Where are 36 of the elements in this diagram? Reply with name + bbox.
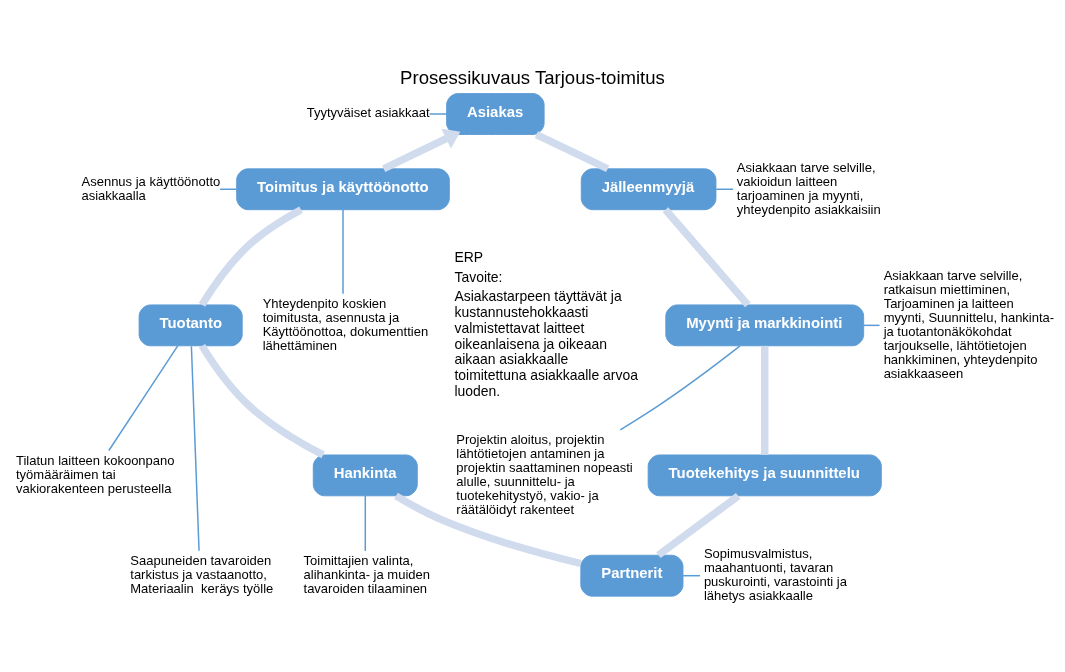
connector [342, 208, 344, 294]
node-text: Asiakkaan tarve selville, vakioidun laitteen tarjoaminen ja myynti, yhteydenpito asiakkaisiin [736, 159, 881, 217]
connector [108, 344, 179, 451]
node-box: Asiakas [446, 92, 545, 135]
label: ERP [454, 248, 484, 265]
node-text: Sopimusvalmistus, maahantuonti, tavaran puskurointi, varastointi ja lähetys asiakkaalle [703, 545, 847, 603]
connector [394, 492, 582, 567]
connector [761, 345, 769, 455]
node-box: Toimitus ja käyttöönotto [236, 167, 450, 210]
node-text: Tilatun laitteen kokoonpano työmääräimen tai vakiorakenteen perusteella [16, 452, 175, 496]
node-text: Tyytyväiset asiakkaat [306, 104, 430, 120]
arrow [382, 128, 461, 172]
node-box: Jälleenmyyjä [580, 167, 717, 210]
node-text: Projektin aloitus, projektin lähtötietojen antaminen ja projektin saattaminen nopeasti alulle, suunnittelu- ja tuotekehitystyö, vakio- ja räätälöidyt rakenteet [456, 431, 633, 517]
node-box: Tuotanto [138, 303, 243, 346]
connector [428, 112, 448, 115]
diagram-title: Prosessikuvaus Tarjous-toimitus [400, 66, 665, 88]
node-text: Asennus ja käyttöönotto asiakkaalla [81, 173, 221, 203]
connector [364, 494, 367, 552]
connector [534, 130, 610, 172]
connector [619, 344, 741, 431]
label: Tavoite: [454, 268, 503, 285]
node-text: Saapuneiden tavaroiden tarkistus ja vastaanotto, Materiaalin keräys työlle [130, 552, 274, 596]
node-text: Asiakkaan tarve selville, ratkaisun miettiminen, Tarjoaminen ja laitteen myynti, Suunnittelu, hankinta- ja tuotantonäkökohdat tarjoukselle, lähtötietojen hankkiminen, yhteydenpito asiakkaaseen [883, 267, 1055, 381]
node-box: Tuotekehitys ja suunnittelu [647, 453, 882, 496]
node-box: Hankinta [312, 453, 418, 496]
node-box: Partnerit [580, 554, 684, 597]
node-text: Yhteydenpito koskien toimitusta, asennusta ja Käyttöönottoa, dokumenttien lähettäminen [262, 295, 429, 353]
connector [198, 206, 303, 307]
connector [656, 492, 741, 558]
connector [662, 206, 751, 307]
label: Asiakastarpeen täyttävät ja kustannustehokkaasti valmistettavat laitteet oikeanlaisena ja oikeaan aikaan asiakkaalle toimitettuna asiakkaalle arvoa luoden. [454, 287, 638, 399]
connector [190, 344, 200, 552]
node-text: Toimittajien valinta, alihankinta- ja muiden tavaroiden tilaaminen [303, 552, 430, 596]
node-box: Myynti ja markkinointi [665, 303, 865, 346]
connector [198, 343, 325, 458]
